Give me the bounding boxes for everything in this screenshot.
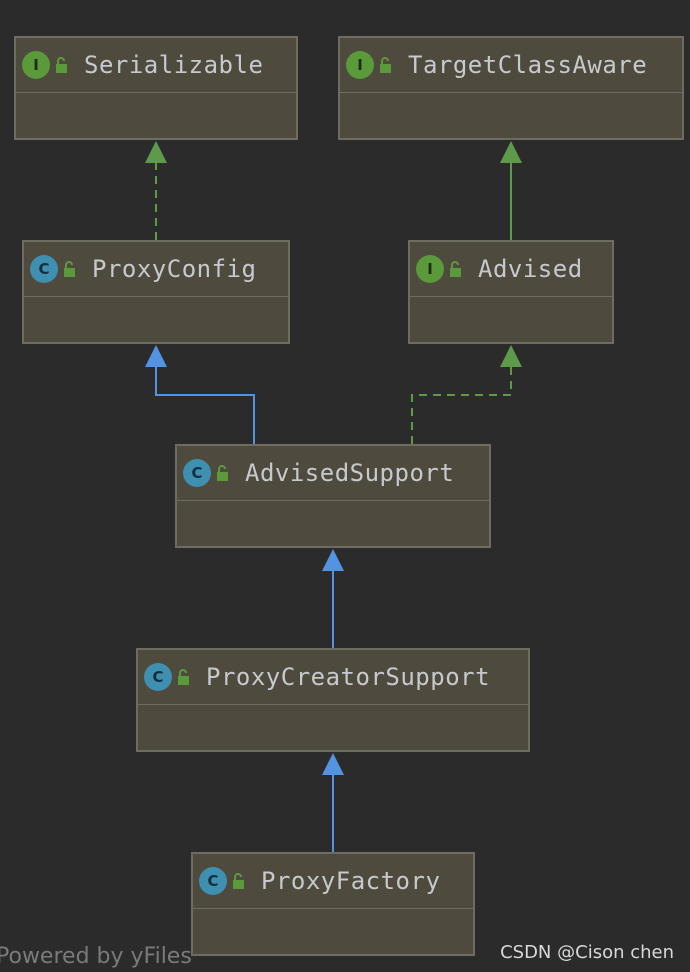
node-proxyconfig[interactable]: C ProxyConfig [22, 240, 290, 344]
class-icon: C [144, 663, 172, 691]
public-lock-icon [450, 261, 461, 277]
edge-advisedsupport-proxyconfig [155, 366, 255, 444]
node-title: TargetClassAware [408, 51, 648, 79]
public-lock-icon [178, 669, 189, 685]
interface-icon: I [346, 51, 374, 79]
node-advisedsupport[interactable]: C AdvisedSupport [175, 444, 491, 548]
public-lock-icon [217, 465, 228, 481]
arrowhead-advisedsupport [322, 549, 344, 571]
node-title: Advised [478, 255, 583, 283]
public-lock-icon [380, 57, 391, 73]
public-lock-icon [233, 873, 244, 889]
powered-by-label: Powered by yFiles [0, 944, 192, 969]
arrowhead-advised [500, 345, 522, 367]
node-proxyfactory[interactable]: C ProxyFactory [191, 852, 475, 956]
arrowhead-proxyconfig [145, 345, 167, 367]
arrowhead-serializable [145, 141, 167, 163]
edge-advisedsupport-advised [411, 366, 512, 444]
public-lock-icon [64, 261, 75, 277]
arrowhead-targetclassaware [500, 141, 522, 163]
public-lock-icon [56, 57, 67, 73]
class-icon: C [30, 255, 58, 283]
node-title: ProxyCreatorSupport [206, 663, 491, 691]
interface-icon: I [416, 255, 444, 283]
node-proxycreatorsupport[interactable]: C ProxyCreatorSupport [136, 648, 530, 752]
node-title: Serializable [84, 51, 264, 79]
node-targetclassaware[interactable]: I TargetClassAware [338, 36, 684, 140]
watermark-label: CSDN @Cison chen [500, 942, 674, 963]
arrowhead-proxycreatorsupport [322, 753, 344, 775]
class-icon: C [183, 459, 211, 487]
node-title: ProxyFactory [261, 867, 441, 895]
node-title: AdvisedSupport [245, 459, 455, 487]
node-advised[interactable]: I Advised [408, 240, 614, 344]
node-title: ProxyConfig [92, 255, 257, 283]
node-serializable[interactable]: I Serializable [14, 36, 298, 140]
class-icon: C [199, 867, 227, 895]
interface-icon: I [22, 51, 50, 79]
